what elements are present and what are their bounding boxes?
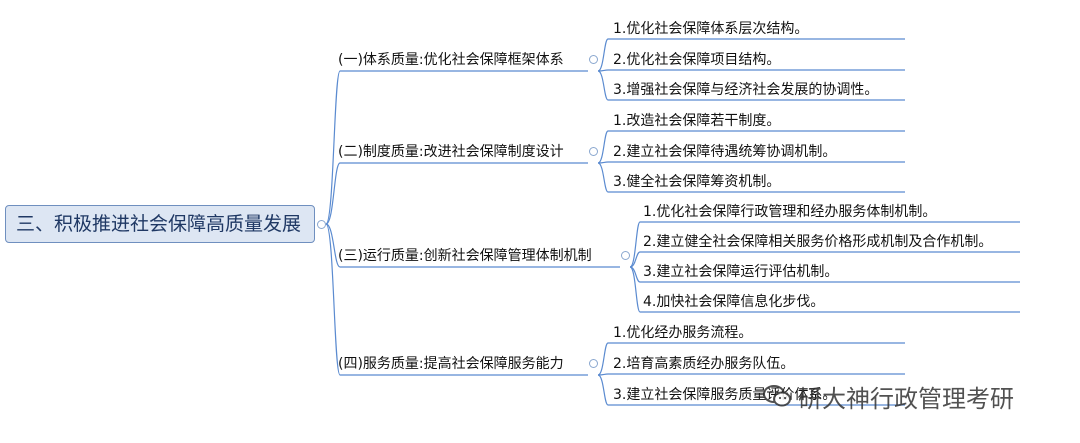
branch-3-item-2[interactable]: 2.建立健全社会保障相关服务价格形成机制及合作机制。 <box>643 234 993 250</box>
branch-2-item-1-connector <box>597 130 905 164</box>
branch-2-item-2-connector <box>597 161 905 164</box>
watermark-text: 研大神行政管理考研 <box>798 384 1014 413</box>
branch-1-item-2[interactable]: 2.优化社会保障项目结构。 <box>613 52 781 68</box>
branch-3-connector <box>325 223 620 268</box>
branch-3-collapse-toggle[interactable] <box>621 251 630 260</box>
branch-3-item-3[interactable]: 3.建立社会保障运行评估机制。 <box>643 264 839 280</box>
branch-4-collapse-toggle[interactable] <box>589 359 598 368</box>
branch-4-item-2[interactable]: 2.培育高素质经办服务队伍。 <box>613 356 795 372</box>
branch-2-item-3[interactable]: 3.健全社会保障筹资机制。 <box>613 174 781 190</box>
branch-4-item-2-connector <box>597 373 905 376</box>
branch-4-item-1[interactable]: 1.优化经办服务流程。 <box>613 325 753 341</box>
branch-1-collapse-toggle[interactable] <box>589 55 598 64</box>
branch-4-item-1-connector <box>597 342 905 376</box>
wechat-icon <box>763 385 791 407</box>
branch-3-item-1[interactable]: 1.优化社会保障行政管理和经办服务体制机制。 <box>643 204 937 220</box>
branch-3-item-4[interactable]: 4.加快社会保障信息化步伐。 <box>643 294 825 310</box>
branch-3-item-4-connector <box>629 266 1020 313</box>
branch-1-item-3[interactable]: 3.增强社会保障与经济社会发展的协调性。 <box>613 82 879 98</box>
root-collapse-toggle[interactable] <box>317 220 326 229</box>
branch-3-item-1-connector <box>629 221 1020 268</box>
branch-4-item-3-connector <box>597 374 905 406</box>
root-topic[interactable]: 三、积极推进社会保障高质量发展 <box>5 205 315 243</box>
branch-1-item-1[interactable]: 1.优化社会保障体系层次结构。 <box>613 21 809 37</box>
branch-2-collapse-toggle[interactable] <box>589 147 598 156</box>
branch-1-item-1-connector <box>597 38 905 72</box>
branch-2-label[interactable]: (二)制度质量:改进社会保障制度设计 <box>338 144 564 160</box>
watermark: 研大神行政管理考研 <box>762 379 1014 413</box>
branch-2-item-2[interactable]: 2.建立社会保障待遇统筹协调机制。 <box>613 144 837 160</box>
branch-2-connector <box>325 162 588 225</box>
branch-4-connector <box>325 223 588 376</box>
branch-3-item-2-connector <box>629 251 1020 268</box>
branch-1-item-2-connector <box>597 69 905 72</box>
branch-1-label[interactable]: (一)体系质量:优化社会保障框架体系 <box>338 52 564 68</box>
branch-2-item-1[interactable]: 1.改造社会保障若干制度。 <box>613 113 781 129</box>
branch-1-item-3-connector <box>597 70 905 101</box>
branch-3-label[interactable]: (三)运行质量:创新社会保障管理体制机制 <box>338 248 592 264</box>
branch-1-connector <box>325 70 588 225</box>
branch-4-label[interactable]: (四)服务质量:提高社会保障服务能力 <box>338 356 564 372</box>
branch-2-item-3-connector <box>597 162 905 193</box>
